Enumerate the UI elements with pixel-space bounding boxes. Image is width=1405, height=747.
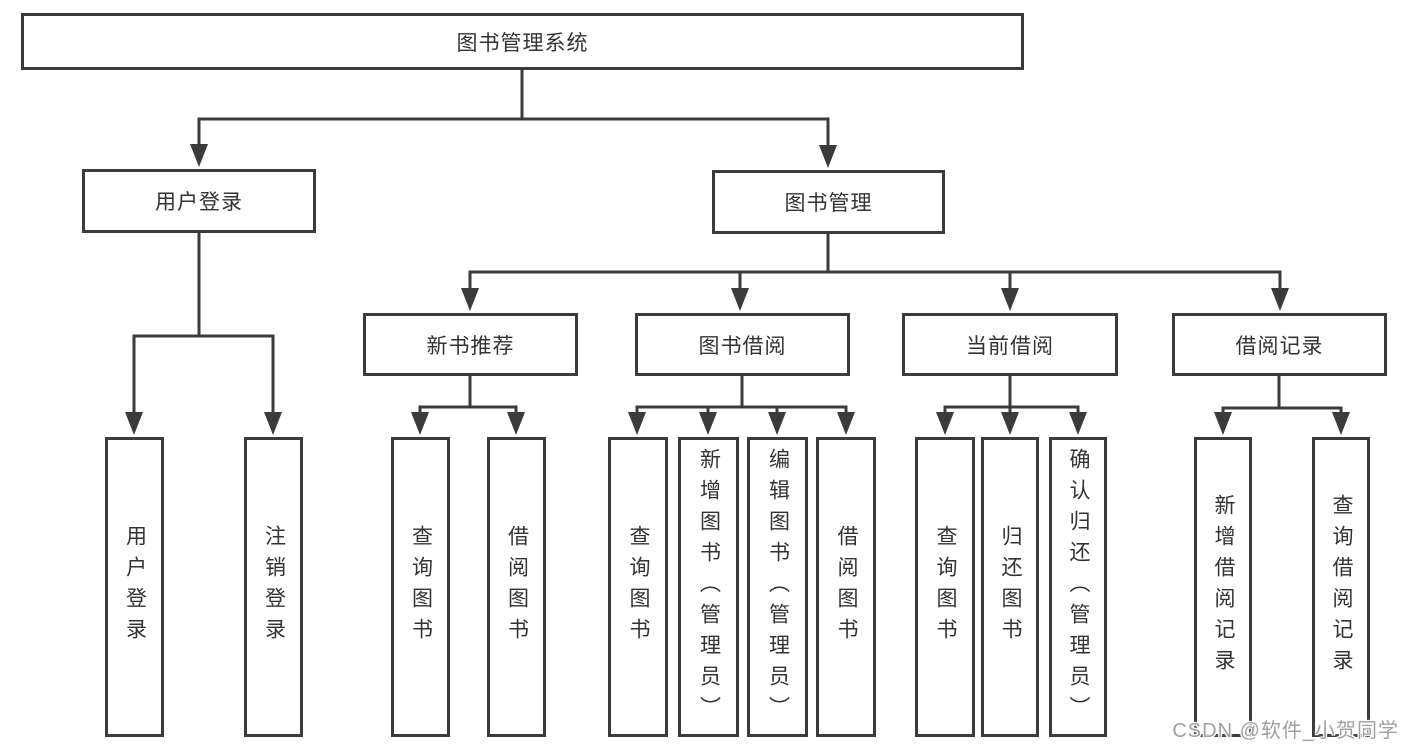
node-current-borrowing: 当前借阅 bbox=[902, 313, 1118, 376]
leaf-edit-books-admin-label: 编辑图书（管理员） bbox=[766, 447, 790, 727]
leaf-query-borrow-record-label: 查询借阅记录 bbox=[1330, 494, 1354, 680]
node-borrow-records-label: 借阅记录 bbox=[1235, 334, 1324, 358]
leaf-add-books-admin: 新增图书（管理员） bbox=[678, 437, 739, 737]
leaf-recommend-borrow-books: 借阅图书 bbox=[487, 437, 546, 737]
leaf-add-borrow-record: 新增借阅记录 bbox=[1194, 437, 1252, 737]
leaf-query-borrow-record: 查询借阅记录 bbox=[1312, 437, 1370, 737]
leaf-add-books-admin-label: 新增图书（管理员） bbox=[697, 447, 721, 727]
leaf-current-query-books: 查询图书 bbox=[915, 437, 975, 737]
node-new-book-recommend-label: 新书推荐 bbox=[426, 334, 515, 358]
leaf-borrowing-query-books-label: 查询图书 bbox=[627, 525, 651, 649]
csdn-watermark: CSDN @软件_小贺同学 bbox=[1172, 720, 1399, 742]
leaf-logout-label: 注销登录 bbox=[262, 525, 286, 649]
leaf-return-books: 归还图书 bbox=[981, 437, 1039, 737]
leaf-user-login-label: 用户登录 bbox=[123, 525, 147, 649]
node-book-management: 图书管理 bbox=[712, 170, 945, 234]
leaf-confirm-return-admin-label: 确认归还（管理员） bbox=[1067, 447, 1091, 727]
leaf-logout: 注销登录 bbox=[244, 437, 303, 737]
leaf-borrowing-query-books: 查询图书 bbox=[608, 437, 668, 737]
leaf-recommend-query-books: 查询图书 bbox=[391, 437, 450, 737]
leaf-confirm-return-admin: 确认归还（管理员） bbox=[1049, 437, 1107, 737]
node-root-label: 图书管理系统 bbox=[456, 31, 589, 55]
node-root: 图书管理系统 bbox=[21, 13, 1024, 70]
leaf-edit-books-admin: 编辑图书（管理员） bbox=[747, 437, 808, 737]
node-user-login: 用户登录 bbox=[82, 169, 316, 233]
node-new-book-recommend: 新书推荐 bbox=[363, 313, 578, 376]
leaf-borrowing-borrow-books: 借阅图书 bbox=[816, 437, 876, 737]
leaf-borrowing-borrow-books-label: 借阅图书 bbox=[835, 525, 859, 649]
leaf-user-login: 用户登录 bbox=[105, 437, 164, 737]
node-book-management-label: 图书管理 bbox=[784, 192, 873, 215]
leaf-recommend-borrow-books-label: 借阅图书 bbox=[505, 525, 529, 649]
node-book-borrowing-label: 图书借阅 bbox=[698, 334, 787, 358]
leaf-recommend-query-books-label: 查询图书 bbox=[409, 525, 433, 649]
leaf-return-books-label: 归还图书 bbox=[999, 525, 1023, 649]
leaf-add-borrow-record-label: 新增借阅记录 bbox=[1212, 494, 1236, 680]
node-current-borrowing-label: 当前借阅 bbox=[966, 334, 1054, 358]
node-book-borrowing: 图书借阅 bbox=[635, 313, 850, 376]
node-borrow-records: 借阅记录 bbox=[1172, 313, 1387, 376]
node-user-login-label: 用户登录 bbox=[155, 191, 243, 214]
leaf-current-query-books-label: 查询图书 bbox=[934, 525, 958, 649]
